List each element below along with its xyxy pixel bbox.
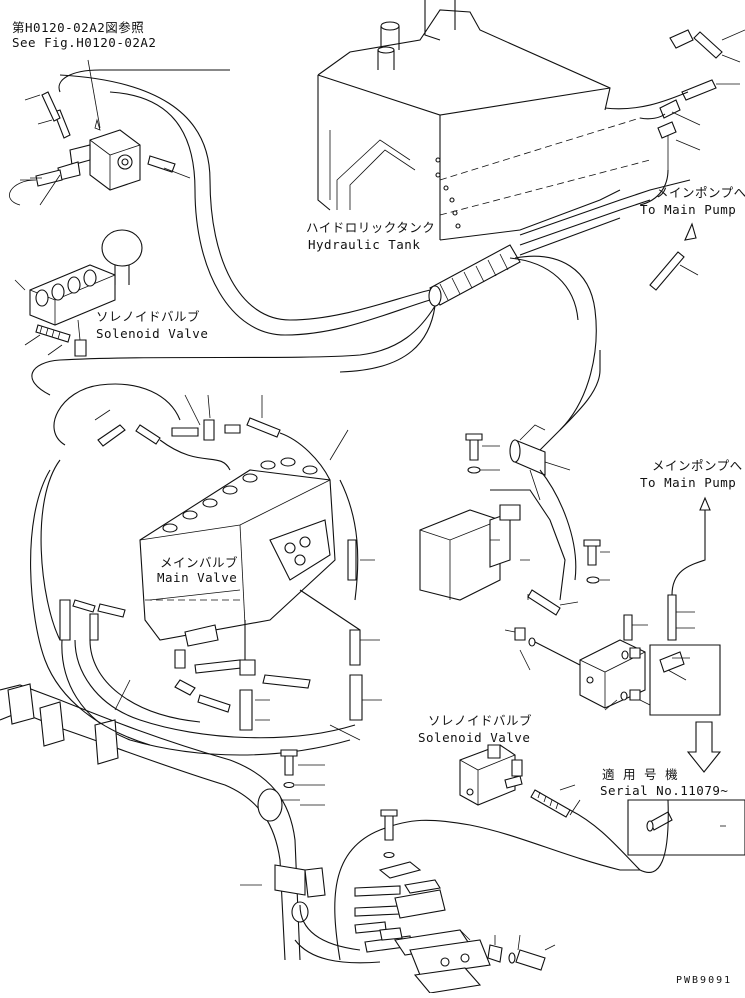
serial-label-jp: 適 用 号 機: [602, 767, 679, 782]
tank-ports: [435, 157, 461, 229]
main-pump-label-en-1: To Main Pump: [640, 202, 737, 217]
upper-pilot-lines: [94, 394, 375, 601]
solenoid-label-en-2: Solenoid Valve: [418, 730, 531, 745]
main-valve: [139, 457, 336, 647]
left-lower-lines: [59, 589, 382, 756]
solenoid-valve-lower: [459, 744, 669, 873]
drawing-code: PWB9091: [676, 975, 733, 986]
main-pump-label-jp-1: メインポンプへ: [656, 185, 745, 200]
solenoid-label-jp-2: ソレノイドバルブ: [428, 713, 533, 728]
main-valve-label-jp: メインバルブ: [160, 555, 239, 570]
main-pump-label-en-2: To Main Pump: [640, 475, 737, 490]
pedal-area: [334, 809, 640, 994]
solenoid-label-jp-1: ソレノイドバルブ: [96, 309, 201, 324]
bolts-center: [280, 433, 610, 806]
main-pump-label-jp-2: メインポンプへ: [652, 458, 743, 473]
hose-bundle: [31, 74, 691, 451]
right-block-assembly: [504, 222, 721, 716]
serial-callout: [627, 721, 745, 856]
main-valve-label-en: Main Valve: [157, 570, 238, 585]
ref-label-en: See Fig.H0120-02A2: [12, 35, 157, 50]
bracket-clamp: [419, 424, 571, 601]
pilot-valve-top-left: [9, 59, 230, 206]
top-right-fittings: [604, 29, 745, 206]
valve-spool-caps: [162, 457, 318, 533]
large-return-hoses: [0, 683, 381, 964]
tank-label-en: Hydraulic Tank: [308, 237, 421, 252]
hydraulic-tank: [317, 0, 651, 241]
tank-label-jp: ハイドロリックタンク: [306, 220, 436, 235]
ref-label-jp: 第H0120-02A2図参照: [12, 20, 145, 35]
serial-label-en: Serial No.11079~: [600, 783, 729, 798]
left-loop-lines: [30, 383, 181, 746]
solenoid-label-en-1: Solenoid Valve: [96, 326, 209, 341]
solenoid-valve-left: [14, 229, 143, 357]
